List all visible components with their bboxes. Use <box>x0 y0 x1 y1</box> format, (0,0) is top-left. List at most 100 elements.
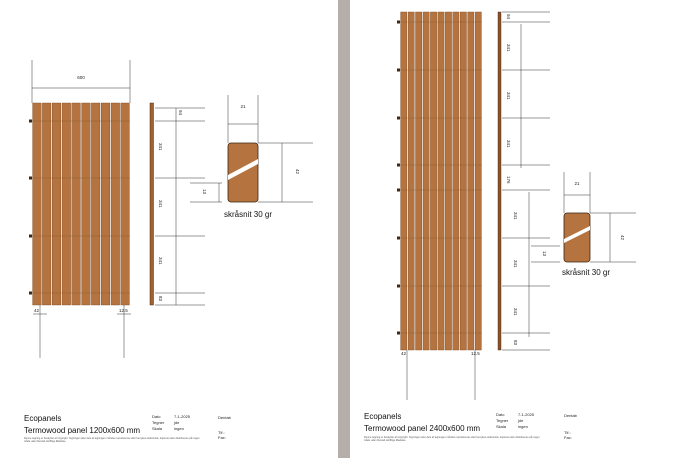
batten <box>29 176 32 180</box>
dim-section-width: 21 <box>574 181 580 186</box>
dim-spacing-1: 341 <box>158 143 163 151</box>
drawer-label: Tegner <box>496 418 509 423</box>
batten <box>29 119 32 123</box>
date-value: 7-1-2025 <box>174 414 191 419</box>
slat <box>445 11 452 351</box>
dim-width: 600 <box>77 75 85 80</box>
dim-bottom: 83 <box>158 296 163 302</box>
slat <box>91 102 101 306</box>
slat <box>407 11 415 351</box>
batten <box>397 331 400 335</box>
date-label: Dato <box>496 412 505 417</box>
cross-section <box>227 142 259 203</box>
dim-spacing-3: 341 <box>158 257 163 265</box>
dim-spacing-2: 341 <box>158 200 163 208</box>
date-value: 7-1-2025 <box>518 412 535 417</box>
drawer-value: jde <box>518 418 524 423</box>
dim-spacing-6: 341 <box>513 308 518 316</box>
drawer-label: Tegner <box>152 420 165 425</box>
offset-lines <box>406 350 476 400</box>
slat <box>452 11 460 351</box>
panel-drawing-2400: 42 12.5 94 341 341 341 176 341 341 341 8… <box>397 11 636 400</box>
slat <box>422 11 430 351</box>
dim-spacing-2: 341 <box>506 92 511 100</box>
slat <box>120 102 130 306</box>
front-elevation <box>397 11 482 351</box>
slat <box>71 102 81 306</box>
batten <box>29 291 32 295</box>
slat <box>32 102 42 306</box>
dim-left-offset: 42 <box>401 351 407 356</box>
slat <box>52 102 62 306</box>
batten <box>397 68 400 72</box>
drawing-title: Termowood panel 2400x600 mm <box>364 424 481 433</box>
dim-gap: 13 <box>542 251 547 257</box>
firm-name: Dentab <box>564 413 577 418</box>
slat <box>474 11 482 351</box>
phone-label: Tlf.: <box>564 430 571 435</box>
slat <box>430 11 437 351</box>
copyright-note: Denne tegning er beskyttet af copyright.… <box>24 437 200 443</box>
drawing-title: Termowood panel 1200x600 mm <box>24 426 141 435</box>
front-elevation <box>29 102 130 306</box>
side-view-slat <box>497 11 502 351</box>
firm-name: Dentab <box>218 415 231 420</box>
slat <box>437 11 445 351</box>
slat <box>61 102 71 306</box>
side-view-slat <box>149 102 154 306</box>
slat <box>415 11 422 351</box>
scale-label: Skala <box>152 426 163 431</box>
dim-section-height: 42 <box>295 169 300 175</box>
dim-spacing-3: 341 <box>506 140 511 148</box>
batten <box>29 234 32 238</box>
date-label: Dato <box>152 414 161 419</box>
dim-section-width: 21 <box>240 104 246 109</box>
dim-spacing-5: 341 <box>513 260 518 268</box>
offset-lines <box>33 305 131 358</box>
slat <box>81 102 91 306</box>
dim-top: 94 <box>506 14 511 20</box>
width-dimension <box>31 60 131 103</box>
batten <box>397 116 400 120</box>
company-name: Ecopanels <box>364 412 402 421</box>
batten <box>397 236 400 240</box>
fax-label: Fax: <box>564 435 572 440</box>
side-dimensions <box>502 11 550 351</box>
copyright-note: Denne tegning er beskyttet af copyright.… <box>364 436 540 442</box>
slat <box>467 11 475 351</box>
dim-middle: 176 <box>506 176 511 184</box>
drawing-page-1: 600 42 12.5 94 341 341 341 83 21 42 13 <box>0 0 338 458</box>
fax-label: Fax: <box>218 435 226 440</box>
dim-top: 94 <box>178 110 183 116</box>
scale-label: Skala <box>496 424 507 429</box>
side-dimensions <box>155 107 205 306</box>
dim-gap: 13 <box>202 189 207 195</box>
dim-spacing-1: 341 <box>506 44 511 52</box>
section-dimensions <box>531 172 636 263</box>
batten <box>397 20 400 24</box>
dim-right-offset: 12.5 <box>119 308 128 313</box>
slat <box>400 11 408 351</box>
dim-right-offset: 12.5 <box>471 351 480 356</box>
slat <box>100 102 110 306</box>
slat <box>110 102 120 306</box>
panel-drawing-1200: 600 42 12.5 94 341 341 341 83 21 42 13 <box>29 60 313 358</box>
scale-value: ingen <box>518 424 528 429</box>
section-dimensions <box>190 95 313 203</box>
company-name: Ecopanels <box>24 414 62 423</box>
dim-section-height: 42 <box>620 235 625 241</box>
batten <box>397 188 400 192</box>
batten <box>397 284 400 288</box>
cross-section <box>563 212 591 263</box>
phone-label: Tlf.: <box>218 430 225 435</box>
batten <box>397 163 400 167</box>
drawing-page-2: 42 12.5 94 341 341 341 176 341 341 341 8… <box>350 0 687 458</box>
cut-label: skråsnit 30 gr <box>562 268 611 277</box>
dim-spacing-4: 341 <box>513 212 518 220</box>
cut-label: skråsnit 30 gr <box>224 210 273 219</box>
dim-left-offset: 42 <box>34 308 40 313</box>
slat <box>42 102 52 306</box>
drawer-value: jde <box>174 420 180 425</box>
slat <box>460 11 467 351</box>
scale-value: ingen <box>174 426 184 431</box>
